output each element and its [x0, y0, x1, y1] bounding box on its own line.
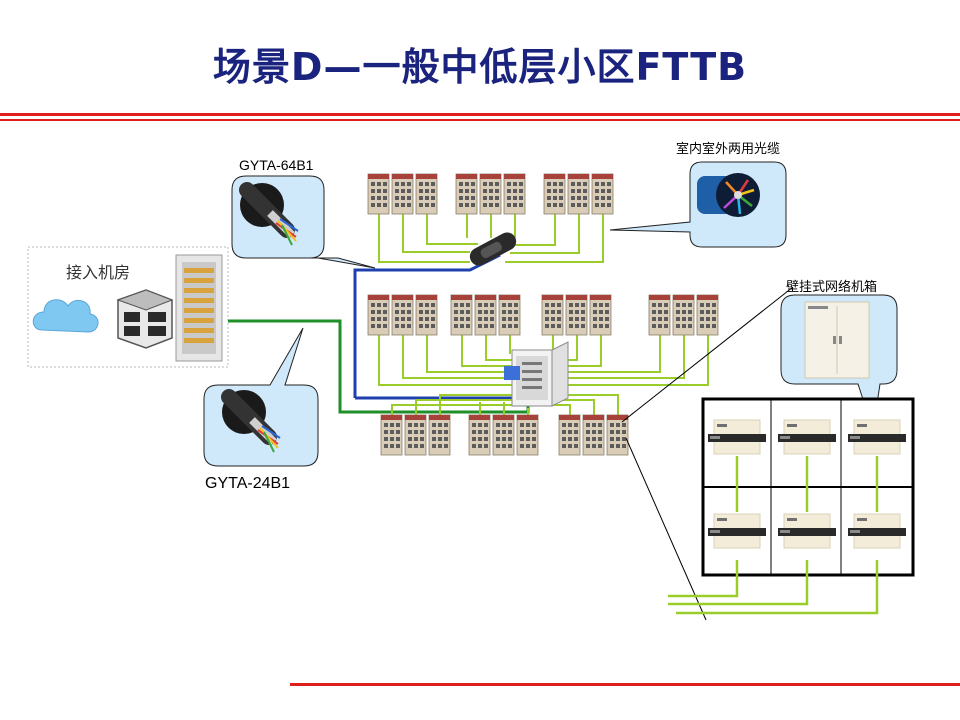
building-group	[381, 415, 450, 455]
zoom-line-upper	[621, 286, 794, 423]
page-title: 场景D—一般中低层小区FTTB	[212, 45, 748, 89]
building-group	[559, 415, 628, 455]
splice-closure-icon	[469, 232, 517, 266]
callout-gyta-64b1	[231, 176, 376, 269]
feeder-cable-24	[228, 319, 530, 414]
building-group	[456, 174, 525, 214]
cable-label-64: GYTA-64B1	[239, 157, 314, 173]
switch-icon	[777, 419, 837, 455]
building-group	[368, 174, 437, 214]
zoom-line-lower	[625, 437, 707, 621]
drop-lines-middle	[378, 334, 709, 386]
odf-rack-icon	[175, 254, 223, 362]
riser-drops	[668, 456, 879, 615]
cable-cross-section-icon	[697, 173, 760, 217]
wall-cabinet-icon	[804, 301, 870, 379]
drop-lines-top	[378, 213, 604, 263]
wall-cabinet-label: 壁挂式网络机箱	[786, 280, 878, 295]
switch-icon	[847, 419, 907, 455]
callout-wall-cabinet	[780, 294, 898, 431]
building-group	[451, 295, 520, 335]
building-group	[649, 295, 718, 335]
fiber-cabinet-icon	[504, 341, 569, 407]
building-group	[368, 295, 437, 335]
switch-icon	[707, 419, 767, 455]
access-room-label: 接入机房	[66, 263, 131, 282]
cable-label-24: GYTA-24B1	[205, 475, 291, 492]
drop-lines-bottom	[391, 394, 619, 418]
access-room-box	[27, 246, 229, 368]
switch-icon	[777, 513, 837, 549]
callout-gyta-24b1	[203, 327, 319, 467]
building-group	[542, 295, 611, 335]
building-group	[469, 415, 538, 455]
indoor-outdoor-cable-label: 室内室外两用光缆	[676, 142, 781, 157]
cloud-icon	[32, 299, 99, 333]
switch-icon	[707, 513, 767, 549]
title-rule-top	[0, 113, 960, 116]
title-rule-bottom	[0, 119, 960, 121]
switch-icon	[847, 513, 907, 549]
footer-rule	[290, 683, 960, 686]
server-icon	[116, 289, 174, 349]
building-group	[544, 174, 613, 214]
callout-indoor-outdoor-cable	[609, 161, 787, 248]
